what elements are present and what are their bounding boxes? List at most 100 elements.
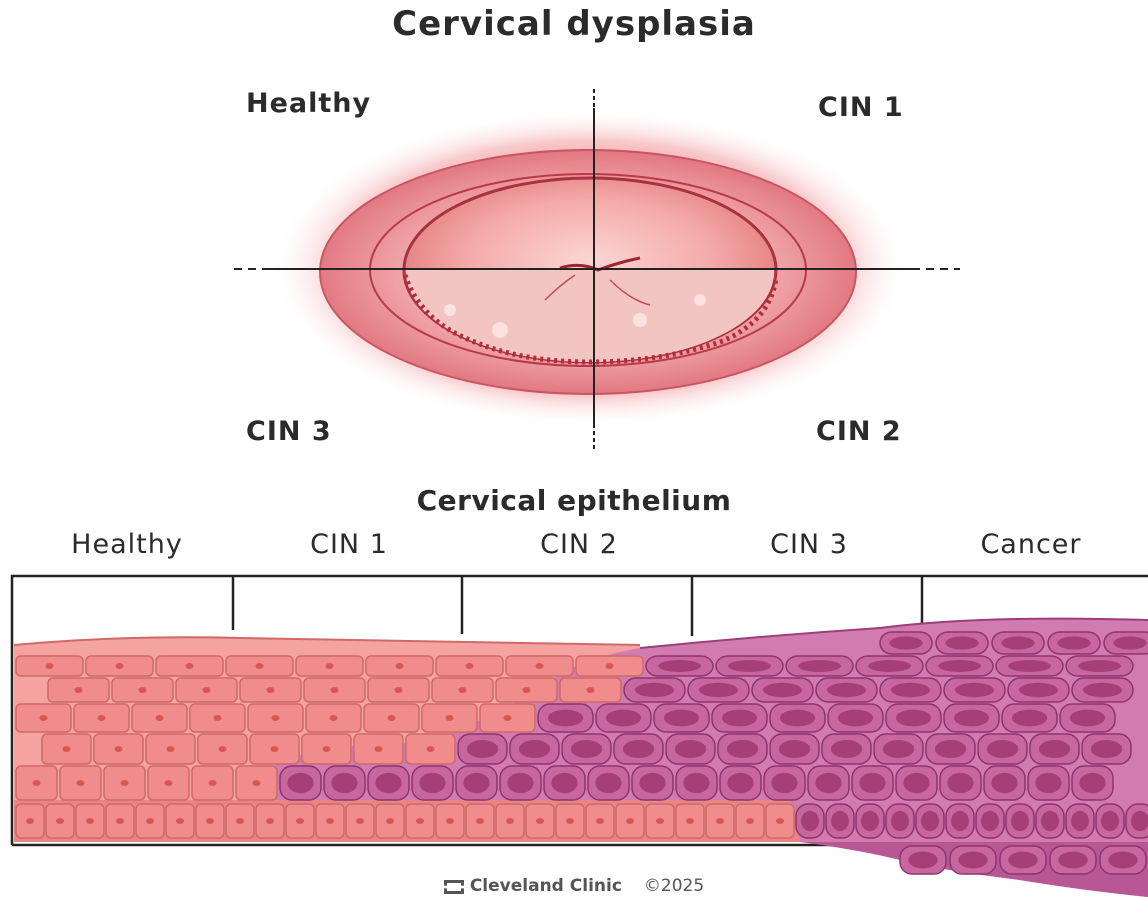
dysplastic-nucleus <box>1035 773 1061 793</box>
healthy-nucleus <box>323 746 331 752</box>
dysplastic-nucleus <box>675 740 706 758</box>
healthy-nucleus <box>266 818 274 824</box>
dysplastic-nucleus <box>1058 852 1087 869</box>
healthy-nucleus <box>77 780 85 786</box>
dysplastic-nucleus <box>463 773 489 793</box>
dysplastic-nucleus <box>838 710 873 727</box>
dysplastic-nucleus <box>815 773 841 793</box>
dysplastic-nucleus <box>548 710 583 727</box>
healthy-nucleus <box>121 780 129 786</box>
dysplastic-nucleus <box>1012 710 1047 727</box>
healthy-nucleus <box>146 818 154 824</box>
dysplastic-nucleus <box>938 660 981 672</box>
healthy-nucleus <box>536 663 544 669</box>
dysplastic-nucleus <box>606 710 641 727</box>
crosshair <box>228 86 960 452</box>
dysplastic-nucleus <box>658 660 701 672</box>
dysplastic-nucleus <box>889 636 922 649</box>
dysplastic-nucleus <box>507 773 533 793</box>
stage-label-cin2: CIN 2 <box>466 529 692 560</box>
dysplastic-nucleus <box>664 710 699 727</box>
dysplastic-nucleus <box>896 710 931 727</box>
healthy-nucleus <box>375 746 383 752</box>
healthy-nucleus <box>388 715 396 721</box>
dysplastic-nucleus <box>639 773 665 793</box>
healthy-nucleus <box>626 818 634 824</box>
dysplastic-nucleus <box>1039 740 1070 758</box>
healthy-nucleus <box>331 687 339 693</box>
healthy-nucleus <box>446 715 454 721</box>
dysplastic-nucleus <box>1071 811 1089 831</box>
dysplastic-nucleus <box>1070 710 1105 727</box>
healthy-nucleus <box>236 818 244 824</box>
dysplastic-nucleus <box>1008 660 1051 672</box>
dysplastic-nucleus <box>903 773 929 793</box>
dysplastic-nucleus <box>331 773 357 793</box>
dysplastic-nucleus <box>763 683 802 697</box>
healthy-nucleus <box>776 818 784 824</box>
credit-line: Cleveland Clinic©2025 <box>0 876 1148 896</box>
healthy-nucleus <box>587 687 595 693</box>
healthy-nucleus <box>466 663 474 669</box>
healthy-nucleus <box>416 818 424 824</box>
dysplastic-nucleus <box>728 660 771 672</box>
healthy-nucleus <box>165 780 173 786</box>
healthy-nucleus <box>214 715 222 721</box>
dysplastic-nucleus <box>623 740 654 758</box>
healthy-nucleus <box>167 746 175 752</box>
dysplastic-nucleus <box>595 773 621 793</box>
dysplastic-nucleus <box>1011 811 1029 831</box>
dysplastic-nucleus <box>1001 636 1034 649</box>
dysplastic-nucleus <box>908 852 937 869</box>
healthy-nucleus <box>459 687 467 693</box>
healthy-nucleus <box>606 663 614 669</box>
healthy-nucleus <box>209 780 217 786</box>
epithelium-title: Cervical epithelium <box>0 484 1148 517</box>
dysplastic-nucleus <box>987 740 1018 758</box>
dysplastic-nucleus <box>780 710 815 727</box>
dysplastic-nucleus <box>883 740 914 758</box>
healthy-nucleus <box>326 818 334 824</box>
stage-label-cancer: Cancer <box>926 529 1136 560</box>
dysplastic-nucleus <box>683 773 709 793</box>
dysplastic-nucleus <box>945 636 978 649</box>
healthy-nucleus <box>746 818 754 824</box>
healthy-nucleus <box>256 663 264 669</box>
stage-label-cin3: CIN 3 <box>696 529 922 560</box>
dysplastic-nucleus <box>771 773 797 793</box>
healthy-nucleus <box>98 715 106 721</box>
healthy-nucleus <box>156 715 164 721</box>
healthy-nucleus <box>396 663 404 669</box>
healthy-nucleus <box>86 818 94 824</box>
healthy-nucleus <box>46 663 54 669</box>
dysplastic-nucleus <box>779 740 810 758</box>
dysplastic-nucleus <box>287 773 313 793</box>
healthy-nucleus <box>506 818 514 824</box>
dysplastic-nucleus <box>947 773 973 793</box>
dysplastic-nucleus <box>859 773 885 793</box>
dysplastic-nucleus <box>1108 852 1137 869</box>
healthy-nucleus <box>267 687 275 693</box>
healthy-nucleus <box>326 663 334 669</box>
dysplastic-nucleus <box>891 683 930 697</box>
dysplastic-nucleus <box>1057 636 1090 649</box>
dysplastic-nucleus <box>1101 811 1119 831</box>
healthy-nucleus <box>186 663 194 669</box>
dysplastic-nucleus <box>981 811 999 831</box>
dysplastic-nucleus <box>1079 773 1105 793</box>
healthy-nucleus <box>253 780 261 786</box>
dysplastic-nucleus <box>798 660 841 672</box>
healthy-nucleus <box>523 687 531 693</box>
healthy-nucleus <box>504 715 512 721</box>
healthy-nucleus <box>686 818 694 824</box>
healthy-nucleus <box>476 818 484 824</box>
credit-copyright: ©2025 <box>644 876 704 896</box>
healthy-nucleus <box>116 663 124 669</box>
dysplastic-nucleus <box>1083 683 1122 697</box>
healthy-nucleus <box>386 818 394 824</box>
healthy-nucleus <box>219 746 227 752</box>
healthy-nucleus <box>566 818 574 824</box>
healthy-nucleus <box>40 715 48 721</box>
healthy-nucleus <box>596 818 604 824</box>
